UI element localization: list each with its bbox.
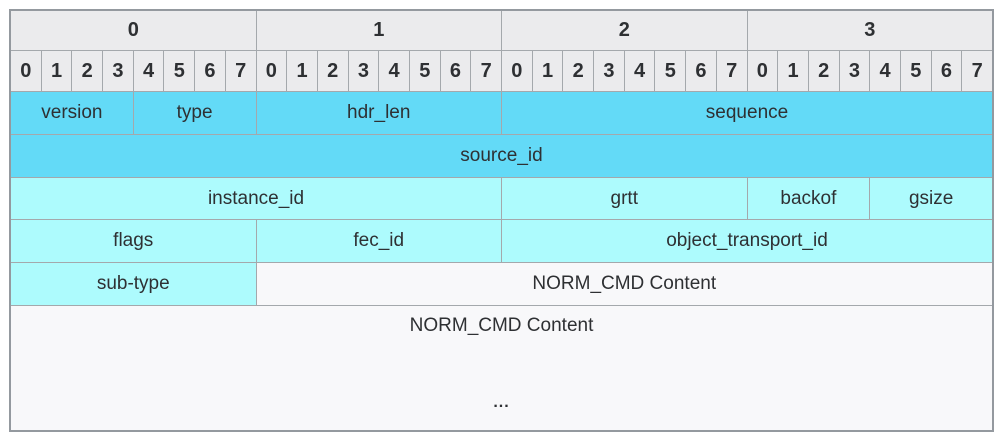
bit-label: 5	[900, 51, 931, 91]
field-fec-id: fec_id	[256, 220, 501, 262]
bit-label: 6	[195, 51, 225, 91]
field-instance-id: instance_id	[11, 178, 501, 219]
row-flags-fecid-objtransportid: flags fec_id object_transport_id	[11, 220, 992, 262]
bit-label: 5	[655, 51, 686, 91]
bit-label: 4	[624, 51, 655, 91]
field-grtt: grtt	[502, 178, 747, 219]
bit-label: 6	[931, 51, 962, 91]
ellipsis-label: ...	[493, 394, 510, 411]
bit-label: 1	[41, 51, 72, 91]
row-instance-grtt-backof-gsize: instance_id grtt backof gsize	[11, 178, 992, 219]
bit-label: 2	[72, 51, 103, 91]
byte-group-label-3: 3	[747, 11, 992, 50]
bit-label: 3	[839, 51, 870, 91]
bit-label: 1	[778, 51, 808, 91]
bit-label: 0	[502, 51, 532, 91]
bit-label: 7	[225, 51, 256, 91]
bit-label: 0	[747, 51, 778, 91]
byte-header-row: 0 1 2 3	[11, 11, 992, 50]
bit-label: 3	[348, 51, 379, 91]
field-type: type	[133, 92, 256, 134]
row-cmd-content-body: NORM_CMD Content ...	[11, 306, 992, 430]
bit-label: 1	[532, 51, 563, 91]
bit-label: 2	[808, 51, 839, 91]
field-gsize: gsize	[870, 178, 992, 219]
byte-group-label-0: 0	[11, 11, 256, 50]
field-hdr-len: hdr_len	[256, 92, 501, 134]
row-source-id: source_id	[11, 135, 992, 177]
field-object-transport-id: object_transport_id	[502, 220, 992, 262]
field-source-id: source_id	[11, 135, 992, 177]
bit-label: 3	[103, 51, 133, 91]
row-subtype-cmdcontent: sub-type NORM_CMD Content	[11, 263, 992, 305]
bit-label: 5	[164, 51, 195, 91]
bit-label: 2	[317, 51, 348, 91]
bit-label: 4	[133, 51, 164, 91]
bit-label: 6	[686, 51, 716, 91]
bit-label: 7	[962, 51, 992, 91]
field-version: version	[11, 92, 133, 134]
byte-group-label-1: 1	[256, 11, 501, 50]
bit-label: 7	[471, 51, 501, 91]
bit-label: 2	[563, 51, 594, 91]
bit-label: 7	[716, 51, 747, 91]
field-flags: flags	[11, 220, 256, 262]
bit-label: 0	[256, 51, 287, 91]
cmd-content-body-label: NORM_CMD Content	[409, 315, 594, 336]
field-sub-type: sub-type	[11, 263, 256, 305]
bit-label: 4	[379, 51, 409, 91]
bit-label: 3	[594, 51, 624, 91]
field-sequence: sequence	[502, 92, 992, 134]
bit-label: 1	[287, 51, 317, 91]
cmd-content-body: NORM_CMD Content ...	[11, 306, 992, 430]
field-cmd-content: NORM_CMD Content	[256, 263, 992, 305]
bit-label: 5	[409, 51, 440, 91]
bit-label: 6	[440, 51, 471, 91]
row-version-type-hdrlen-sequence: version type hdr_len sequence	[11, 92, 992, 134]
bit-label: 0	[11, 51, 41, 91]
byte-group-label-2: 2	[502, 11, 747, 50]
bit-label: 4	[870, 51, 900, 91]
field-backof: backof	[747, 178, 870, 219]
